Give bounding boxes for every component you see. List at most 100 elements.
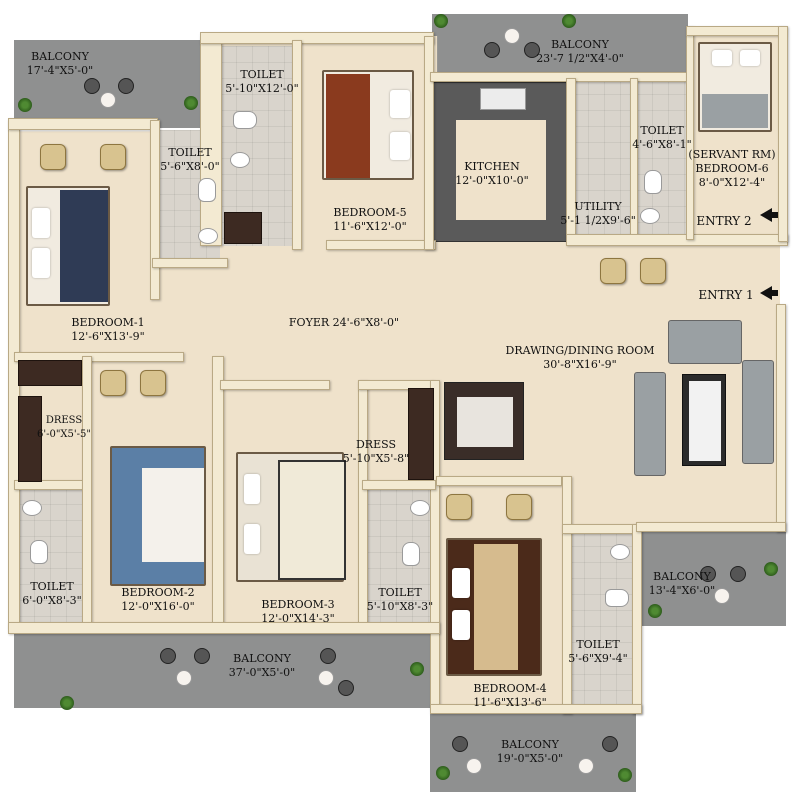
label-entry1: ENTRY 1 bbox=[698, 288, 753, 302]
pillow bbox=[740, 50, 760, 66]
basin-icon bbox=[230, 152, 250, 168]
room-dims: 11'-6"X13'-6" bbox=[473, 696, 547, 709]
dining-table bbox=[444, 382, 524, 460]
room-name: (SERVANT RM) bbox=[688, 148, 776, 161]
basin-icon bbox=[198, 228, 218, 244]
basin-icon bbox=[410, 500, 430, 516]
balcony-stool bbox=[194, 648, 210, 664]
room-name: TOILET bbox=[240, 68, 284, 81]
toilet-icon bbox=[30, 540, 48, 564]
wall-servant-top bbox=[686, 26, 786, 36]
balcony-s-area bbox=[14, 632, 434, 708]
label-foyer: FOYER 24'-6"X8'-0" bbox=[289, 316, 399, 330]
wall-toilet-bed4-left bbox=[562, 476, 572, 714]
room-dims: 23'-7 1/2"X4'-0" bbox=[536, 52, 624, 65]
bedspread bbox=[142, 468, 204, 562]
pillow bbox=[244, 474, 260, 504]
bed-bedroom2 bbox=[110, 446, 206, 586]
room-name: DRESS bbox=[45, 415, 83, 426]
armchair bbox=[140, 370, 166, 396]
wall-east-balcony-top bbox=[636, 522, 786, 532]
toilet-icon bbox=[644, 170, 662, 194]
room-dims: 30'-8"X16'-9" bbox=[543, 358, 617, 371]
room-name: DRESS bbox=[355, 438, 396, 451]
entry-arrow-icon bbox=[760, 208, 778, 222]
plant-icon bbox=[618, 768, 632, 782]
room-name: FOYER 24'-6"X8'-0" bbox=[288, 316, 400, 329]
room-dims: 5'-10"X5'-8" bbox=[342, 452, 410, 465]
room-dims: 13'-4"X6'-0" bbox=[648, 584, 716, 597]
plant-icon bbox=[410, 662, 424, 676]
room-dims: 19'-0"X5'-0" bbox=[496, 752, 564, 765]
room-name: TOILET bbox=[168, 146, 212, 159]
basin-icon bbox=[610, 544, 630, 560]
wall-bed4-top bbox=[436, 476, 562, 486]
plant-icon bbox=[60, 696, 74, 710]
entry-arrow-icon bbox=[760, 286, 778, 300]
bed-servant bbox=[698, 42, 772, 132]
room-name: UTILITY bbox=[574, 200, 622, 213]
wardrobe-dress2 bbox=[408, 388, 434, 480]
wall-dress1-top bbox=[14, 352, 184, 362]
balcony-table bbox=[714, 588, 730, 604]
armchair bbox=[100, 370, 126, 396]
pillow bbox=[390, 90, 410, 118]
room-name: TOILET bbox=[30, 580, 74, 593]
label-entry2: ENTRY 2 bbox=[696, 214, 751, 228]
pillow bbox=[32, 248, 50, 278]
basin-icon bbox=[22, 500, 42, 516]
balcony-table bbox=[318, 670, 334, 686]
wall-bed5-bottom bbox=[326, 240, 436, 250]
room-name: TOILET bbox=[640, 124, 684, 137]
room-dims: 12'-0"X10'-0" bbox=[455, 174, 529, 187]
room-name: BALCONY bbox=[653, 570, 711, 583]
room-name: ENTRY 1 bbox=[698, 288, 754, 302]
room-dims: 12'-6"X13'-9" bbox=[71, 330, 145, 343]
bedspread bbox=[60, 190, 108, 302]
bed-bedroom1 bbox=[26, 186, 110, 306]
coffee-table bbox=[682, 374, 726, 466]
balcony-stool bbox=[160, 648, 176, 664]
room-name: BEDROOM-2 bbox=[121, 586, 195, 599]
wall-bed3-top bbox=[220, 380, 330, 390]
wall-bed5-right bbox=[424, 36, 434, 250]
plant-icon bbox=[764, 562, 778, 576]
room-dims: 5'-10"X8'-3" bbox=[366, 600, 434, 613]
wall-bed2-left bbox=[82, 356, 92, 630]
room-name: BEDROOM-3 bbox=[261, 598, 335, 611]
balcony-stool bbox=[730, 566, 746, 582]
armchair bbox=[40, 144, 66, 170]
pillow bbox=[712, 50, 732, 66]
kitchen-sink bbox=[480, 88, 526, 110]
armchair bbox=[100, 144, 126, 170]
room-dims: 6'-0"X5'-5" bbox=[36, 429, 92, 440]
kitchen-floor bbox=[456, 120, 546, 220]
sofa-top bbox=[668, 320, 742, 364]
wall-service-bottom bbox=[566, 234, 788, 246]
room-dims: 17'-4"X5'-0" bbox=[26, 64, 94, 77]
bed-bedroom5 bbox=[322, 70, 414, 180]
toilet-icon bbox=[402, 542, 420, 566]
bed-bedroom3 bbox=[236, 452, 346, 582]
plant-icon bbox=[562, 14, 576, 28]
wall-toilet-top-left bbox=[200, 36, 222, 246]
toilet-bed3-floor bbox=[364, 488, 434, 624]
room-name: TOILET bbox=[378, 586, 422, 599]
bedspread bbox=[702, 94, 768, 128]
room-name: TOILET bbox=[576, 638, 620, 651]
room-dims: 6'-0"X8'-3" bbox=[22, 594, 82, 607]
room-dims: 37'-0"X5'-0" bbox=[228, 666, 296, 679]
room-name: BALCONY bbox=[501, 738, 559, 751]
wall-top-1 bbox=[200, 32, 434, 44]
room-name-2: BEDROOM-6 bbox=[695, 162, 769, 175]
balcony-table bbox=[504, 28, 520, 44]
